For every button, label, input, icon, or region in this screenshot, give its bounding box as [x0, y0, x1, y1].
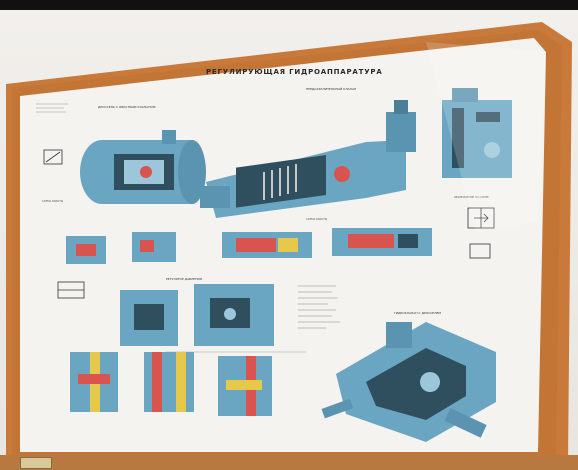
- hydraulic-symbol-right: ОБОЗНАЧЕНИЕ НА СХЕМЕ: [454, 195, 495, 259]
- flow-diagrams-bottom: [70, 352, 272, 416]
- hydraulic-symbol-left: СХЕМА РАБОТЫ: [42, 149, 64, 203]
- pressure-regulator-cutaway: РЕГУЛЯТОР ДАВЛЕНИЯ: [120, 277, 306, 353]
- ceiling-edge: [0, 0, 578, 10]
- svg-text:ДРОССЕЛЬ С ОБРАТНЫМ КЛАПАНОМ: ДРОССЕЛЬ С ОБРАТНЫМ КЛАПАНОМ: [98, 105, 156, 109]
- svg-text:ГИДРОКЛАПАН С ДРОССЕЛЕМ: ГИДРОКЛАПАН С ДРОССЕЛЕМ: [394, 311, 441, 315]
- relief-valve-cutaway: ПРЕДОХРАНИТЕЛЬНЫЙ КЛАПАН: [200, 86, 416, 218]
- parts-legend-list: [298, 285, 340, 329]
- svg-text:СХЕМА РАБОТЫ: СХЕМА РАБОТЫ: [306, 217, 328, 221]
- valve-body-right-top: [442, 88, 512, 178]
- valve-with-throttle-cutaway: ГИДРОКЛАПАН С ДРОССЕЛЕМ: [321, 311, 496, 442]
- throttle-check-valve-cutaway: ДРОССЕЛЬ С ОБРАТНЫМ КЛАПАНОМ: [80, 105, 206, 204]
- svg-text:РЕГУЛЯТОР ДАВЛЕНИЯ: РЕГУЛЯТОР ДАВЛЕНИЯ: [166, 277, 202, 281]
- lower-frame-rail: [0, 455, 578, 470]
- svg-text:СХЕМА РАБОТЫ: СХЕМА РАБОТЫ: [42, 199, 64, 203]
- legend-block-top-left: [36, 103, 68, 113]
- poster-title: РЕГУЛИРУЮЩАЯ ГИДРОАППАРАТУРА: [206, 68, 383, 76]
- svg-text:ПРЕДОХРАНИТЕЛЬНЫЙ КЛАПАН: ПРЕДОХРАНИТЕЛЬНЫЙ КЛАПАН: [306, 86, 356, 91]
- symbol-left-mid: [57, 281, 85, 299]
- svg-text:ОБОЗНАЧЕНИЕ НА СХЕМЕ: ОБОЗНАЧЕНИЕ НА СХЕМЕ: [454, 195, 489, 199]
- small-cutaways-row: СХЕМА РАБОТЫ: [66, 217, 432, 264]
- glass-glare: [426, 42, 546, 232]
- poster-frame: РЕГУЛИРУЮЩАЯ ГИДРОАППАРАТУРА ДРОССЕЛЬ С …: [6, 22, 572, 462]
- name-plaque: [20, 457, 52, 469]
